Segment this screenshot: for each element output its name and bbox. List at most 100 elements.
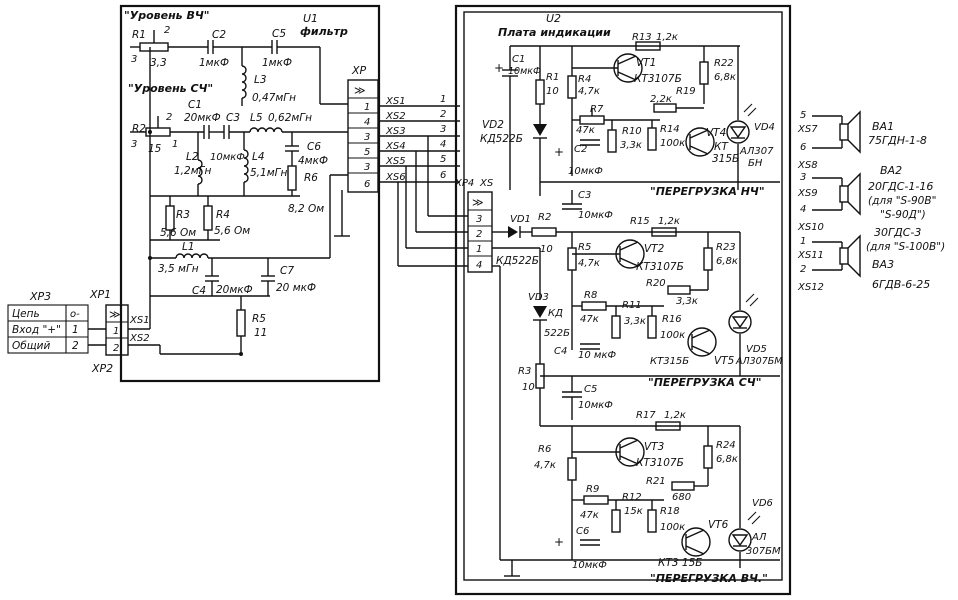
r5b-label: R5 xyxy=(578,242,591,253)
vt3-label: VT3 xyxy=(644,441,664,453)
r2-value: 15 xyxy=(148,143,162,155)
c6b-value: 10мкФ xyxy=(572,560,607,571)
r1-pin3: 3 xyxy=(131,54,137,65)
r23-value: 6,8к xyxy=(716,256,738,267)
vt4-b: 315Б xyxy=(712,153,739,165)
vt4-a: КТ xyxy=(714,141,729,153)
vt3-value: КТ3107Б xyxy=(636,457,684,469)
u1-filter-block: "Уровень ВЧ" U1 фильтр "Уровень СЧ" R1 2… xyxy=(119,4,381,383)
c3b-value: 10мкФ xyxy=(578,210,613,221)
r15-label: R15 xyxy=(630,216,650,227)
vd3-a: КД xyxy=(548,308,563,319)
xs-out-2: 2 xyxy=(440,109,446,120)
xs-out-6: 6 xyxy=(440,170,446,181)
overload-hf: "ПЕРЕГРУЗКА ВЧ." xyxy=(650,572,768,585)
r4-value: 5,6 Ом xyxy=(214,225,250,237)
vd6-a: АЛ xyxy=(751,532,767,543)
r21-value: 680 xyxy=(672,492,691,503)
r2-pin2: 2 xyxy=(166,112,172,123)
xp3-label: XP3 xyxy=(29,290,51,303)
r6-label: R6 xyxy=(304,172,318,184)
vd4-b: БН xyxy=(748,158,763,169)
ba3-ref: ВА3 xyxy=(872,258,894,271)
xs-out-1: 1 xyxy=(440,94,446,105)
input-row-1-pin: 1 xyxy=(72,324,79,336)
c6b-label: C6 xyxy=(576,526,589,537)
xs-list-1: XS1 xyxy=(385,96,406,107)
r8b-label: R8 xyxy=(584,290,597,301)
vd4-label: VD4 xyxy=(754,122,775,133)
u1-name: фильтр xyxy=(300,25,348,38)
xp4-pin-2: 2 xyxy=(476,229,482,240)
r6b-label: R6 xyxy=(538,444,551,455)
vt6-label: VT6 xyxy=(708,519,729,531)
xs11-label: XS11 xyxy=(797,250,824,261)
input-row-2-pin: 2 xyxy=(72,340,79,352)
xp4-pin-4: 4 xyxy=(476,260,482,271)
r12b-value: 15к xyxy=(624,506,643,517)
u2-name: Плата индикации xyxy=(498,26,611,39)
vd5-value: АЛ307БМ xyxy=(735,356,783,367)
input-connector-table: XP3 Цепь о- Вход "+" 1 Общий 2 xyxy=(7,290,89,354)
input-row-2-label: Общий xyxy=(12,340,50,352)
l1-label: L1 xyxy=(182,241,195,253)
l1-value: 3,5 мГн xyxy=(158,263,199,275)
xs2a-label: XS2 xyxy=(129,333,150,344)
spk-pin-5: 5 xyxy=(800,110,806,121)
r3-label: R3 xyxy=(176,209,190,221)
l5-value: 0,62мГн xyxy=(268,112,312,124)
l4-value: 5,1мГн xyxy=(250,167,287,179)
l2-label: L2 xyxy=(186,151,199,163)
r13-value: 1,2к xyxy=(656,32,678,43)
c1-plus: + xyxy=(494,61,504,75)
vt5-value: КТ315Б xyxy=(650,356,689,367)
xs8-label: XS8 xyxy=(797,160,818,171)
r1-value: 3,3 xyxy=(150,57,167,69)
xs-list-4: XS4 xyxy=(385,141,406,152)
r18b-label: R18 xyxy=(660,506,680,517)
l2-value: 1,2мГн xyxy=(174,165,211,177)
l3-value: 0,47мГн xyxy=(252,92,296,104)
r22-value: 6,8к xyxy=(714,72,736,83)
r2-pin3: 3 xyxy=(131,139,137,150)
ba2-ref: ВА2 xyxy=(880,164,902,177)
r1b-label: R1 xyxy=(546,72,559,83)
r9b-label: R9 xyxy=(586,484,599,495)
xs-label: XS xyxy=(479,178,494,189)
vt4-label: VT4 xyxy=(706,127,726,139)
r3b-value: 10 xyxy=(522,382,535,393)
r3-value: 5,6 Ом xyxy=(160,227,196,239)
ba2-note2: "S-90Д") xyxy=(880,209,926,221)
input-plug-xp1: XP1 XP2 1 2 ≫ XS1 XS2 xyxy=(88,288,150,375)
xs-out-3: 3 xyxy=(440,124,446,135)
u2-ref: U2 xyxy=(546,12,561,25)
xs12-label: XS12 xyxy=(797,282,824,293)
r20-value: 3,3к xyxy=(676,296,698,307)
spk-pin-1: 1 xyxy=(800,236,806,247)
xs7-label: XS7 xyxy=(797,124,818,135)
r13-label: R13 xyxy=(632,32,652,43)
r5b-value: 4,7к xyxy=(578,258,600,269)
r15-value: 1,2к xyxy=(658,216,680,227)
speaker-section: 5 XS7 6 ВА1 75ГДН-1-8 XS8 3 XS9 4 ВА2 20… xyxy=(797,110,945,293)
r2-label: R2 xyxy=(132,123,146,135)
c1-value: 20мкФ xyxy=(184,112,221,124)
r12b-label: R12 xyxy=(622,492,642,503)
c4b-value: 10 мкФ xyxy=(578,350,616,361)
c6-label: C6 xyxy=(307,141,321,153)
r2b-value: 10 xyxy=(540,244,553,255)
r6b-value: 4,7к xyxy=(534,460,556,471)
c4-label: C4 xyxy=(192,285,206,297)
vd3-b: 522Б xyxy=(544,328,570,339)
c2-plus: + xyxy=(554,145,564,159)
r2b-label: R2 xyxy=(538,212,551,223)
r11b-value: 3,3к xyxy=(624,316,646,327)
spk-pin-6: 6 xyxy=(800,142,806,153)
r1b-value: 10 xyxy=(546,86,559,97)
u1-level-hf: "Уровень ВЧ" xyxy=(124,9,209,22)
r4-label: R4 xyxy=(216,209,230,221)
r14b-value: 100к xyxy=(660,138,685,149)
xs-list-2: XS2 xyxy=(385,111,406,122)
r17-value: 1,2к xyxy=(664,410,686,421)
